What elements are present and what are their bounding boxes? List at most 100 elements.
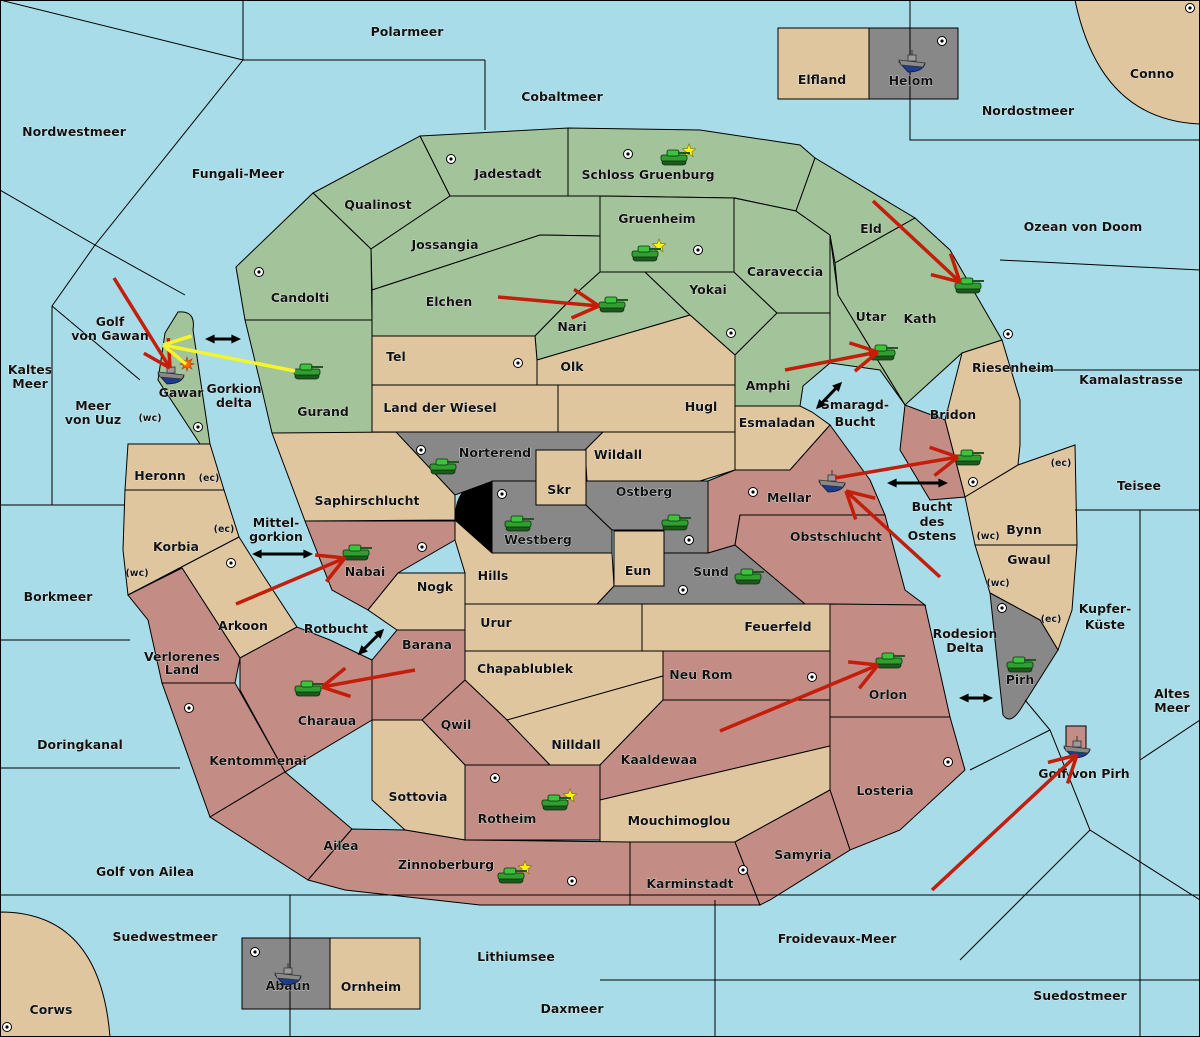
sea-border — [51, 305, 141, 381]
territory-rotheim[interactable] — [464, 764, 601, 841]
sea-label-gorkiondelta: Gorkion — [206, 381, 261, 396]
sea-label-golfailea: Golf von Ailea — [96, 864, 194, 879]
sea-label-golfgawan: Golf — [96, 314, 125, 329]
army-unit-norterend[interactable] — [429, 458, 459, 475]
sea-label-suedwestmeer: Suedwestmeer — [113, 929, 219, 944]
army-unit-rotheim[interactable] — [541, 794, 571, 811]
sea-border — [0, 59, 244, 246]
territory-label-elchen: Elchen — [426, 294, 473, 309]
territory-label-orlon: Orlon — [869, 687, 908, 702]
territory-label-conno: Conno — [1130, 66, 1175, 81]
sea-border — [94, 244, 186, 296]
territory-label-kaaldewaa: Kaaldewaa — [621, 752, 698, 767]
territory-label-verlorenes: Land — [165, 662, 199, 677]
sea-label-rodesion: Delta — [946, 640, 984, 655]
coast-label: (wc) — [138, 413, 161, 424]
army-unit-pirh[interactable] — [1006, 656, 1036, 673]
supply-center-icon — [1003, 329, 1013, 339]
territory-hills[interactable] — [454, 518, 615, 605]
territory-ornheim[interactable] — [329, 937, 421, 1010]
supply-center-icon — [2, 1022, 12, 1032]
army-unit-bridon[interactable] — [954, 449, 984, 466]
army-unit-nari[interactable] — [598, 296, 628, 313]
order-arrow-barana-to-charaua — [320, 666, 416, 699]
territory-label-hugl: Hugl — [685, 399, 718, 414]
territory-conno[interactable] — [1074, 0, 1200, 125]
army-unit-nabai[interactable] — [342, 544, 372, 561]
sea-border — [959, 829, 1091, 961]
supply-center-icon — [184, 703, 194, 713]
fleet-unit-helom[interactable] — [898, 50, 926, 73]
army-unit-gruenheim[interactable] — [631, 245, 661, 262]
sea-label-mittelgorkion: gorkion — [249, 529, 303, 544]
supply-center-icon — [623, 149, 633, 159]
territory-candolti[interactable] — [235, 192, 373, 321]
army-unit-charaua[interactable] — [294, 680, 324, 697]
territory-elfland[interactable] — [777, 27, 870, 100]
supply-center-icon — [250, 947, 260, 957]
sea-label-lithiumsee: Lithiumsee — [477, 949, 555, 964]
sea-label-smaragd: Smaragd- — [821, 397, 889, 412]
order-arrow-gurand-to-gawar — [161, 334, 296, 373]
territory-label-utar: Utar — [856, 309, 888, 324]
territory-label-feuerfeld: Feuerfeld — [744, 619, 811, 634]
order-arrow-mellar-to-bridon — [834, 445, 960, 480]
territory-label-riesenheim: Riesenheim — [972, 360, 1054, 375]
sea-label-mittelgorkion: Mittel- — [253, 515, 300, 530]
territory-pirh[interactable] — [989, 592, 1059, 720]
sea-border — [1024, 699, 1200, 901]
fleet-unit-abaun[interactable] — [274, 963, 302, 986]
territory-label-obstschlucht: Obstschlucht — [790, 529, 882, 544]
order-arrow-elchen-to-nari — [497, 287, 600, 320]
sea-label-kaltes: Kaltes — [8, 362, 52, 377]
territory-label-ailea: Ailea — [323, 838, 358, 853]
territory-label-mellar: Mellar — [767, 490, 812, 505]
territory-label-mouchimoglou: Mouchimoglou — [628, 813, 731, 828]
supply-center-icon — [684, 535, 694, 545]
sea-label-nordostmeer: Nordostmeer — [982, 103, 1075, 118]
territory-label-gwaul: Gwaul — [1007, 552, 1050, 567]
army-unit-gurand[interactable] — [293, 363, 323, 380]
sea-label-suedostmeer: Suedostmeer — [1033, 988, 1127, 1003]
sea-border — [909, 0, 1200, 141]
sea-label-smaragd: Bucht — [835, 414, 876, 429]
sea-label-fungali: Fungali-Meer — [192, 166, 285, 181]
army-unit-sund[interactable] — [734, 568, 764, 585]
territory-label-kentommenai: Kentommenai — [209, 753, 307, 768]
supply-center-icon — [693, 245, 703, 255]
army-unit-schloss[interactable] — [660, 149, 690, 166]
supply-center-icon — [968, 477, 978, 487]
sea-label-doringkanal: Doringkanal — [37, 737, 123, 752]
sea-border — [969, 729, 1051, 771]
territory-label-tel: Tel — [386, 349, 406, 364]
army-unit-kath[interactable] — [954, 277, 984, 294]
territory-label-gawar: Gawar — [159, 385, 205, 400]
army-unit-orlon[interactable] — [875, 652, 905, 669]
territory-label-corws: Corws — [30, 1002, 73, 1017]
territory-label-nogk: Nogk — [417, 579, 454, 594]
territory-label-heronn: Heronn — [134, 468, 186, 483]
supply-center-icon — [997, 603, 1007, 613]
army-unit-ostberg[interactable] — [661, 514, 691, 531]
army-unit-westberg[interactable] — [504, 515, 534, 532]
fleet-unit-gawar[interactable] — [157, 362, 185, 385]
supply-center-icon — [738, 865, 748, 875]
supply-center-icon — [937, 36, 947, 46]
territory-saphirschlucht[interactable] — [271, 431, 456, 522]
territory-heronn[interactable] — [124, 443, 225, 491]
territory-charaua[interactable] — [239, 626, 373, 773]
sea-border — [0, 0, 244, 61]
territory-label-chapablublek: Chapablublek — [477, 661, 574, 676]
territory-gruenheim[interactable] — [599, 195, 736, 273]
order-arrow-buchtostens-to-mellar — [844, 489, 942, 579]
territory-label-bridon: Bridon — [930, 407, 976, 422]
sea-label-golfgawan: von Gawan — [71, 328, 149, 343]
territory-label-nilldall: Nilldall — [551, 737, 600, 752]
fleet-unit-mellar[interactable] — [818, 470, 846, 493]
army-unit-zinnoberburg[interactable] — [497, 867, 527, 884]
territory-label-yokai: Yokai — [688, 282, 727, 297]
territory-olk[interactable] — [536, 314, 736, 386]
territory-corws[interactable] — [0, 911, 111, 1037]
territory-bridon[interactable] — [899, 404, 966, 501]
